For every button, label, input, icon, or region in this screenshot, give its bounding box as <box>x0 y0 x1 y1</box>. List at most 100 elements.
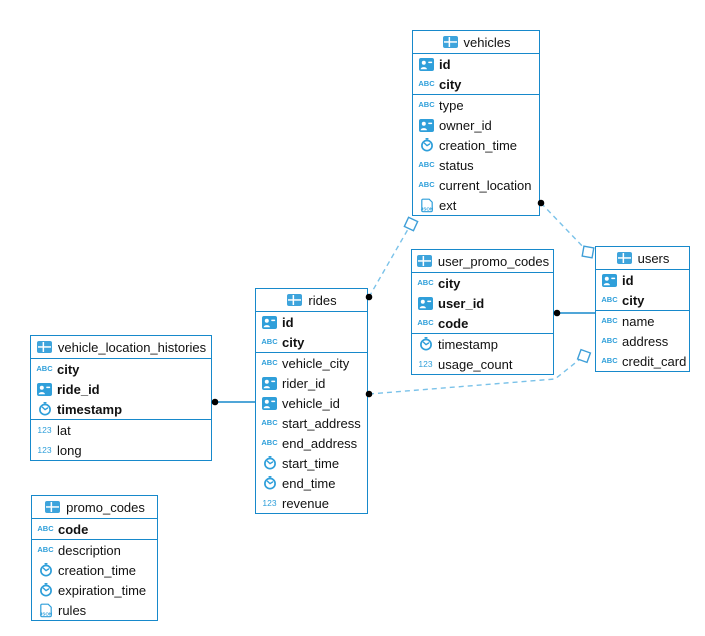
id-badge-icon <box>261 396 278 411</box>
column-name: expiration_time <box>58 582 147 598</box>
column-name: id <box>439 56 451 72</box>
relationship-line[interactable] <box>368 223 412 298</box>
column-name: timestamp <box>438 336 498 352</box>
table-icon <box>286 293 303 308</box>
table-title: vehicles <box>463 34 511 50</box>
column-row-start_time: start_time <box>256 453 367 473</box>
numeric-icon: 123 <box>37 444 52 455</box>
numeric-icon: 123 <box>262 497 277 508</box>
column-row-ride_id: ride_id <box>31 379 211 399</box>
abc-icon: ABC <box>418 79 435 89</box>
id-badge-icon <box>417 296 434 311</box>
column-name: city <box>282 334 305 350</box>
relationship-rides-users[interactable] <box>365 348 592 398</box>
column-name: code <box>58 521 89 537</box>
one-side-marker <box>576 348 592 364</box>
abc-icon: ABC <box>417 318 434 328</box>
column-name: ext <box>439 197 457 213</box>
column-name: creation_time <box>58 562 137 578</box>
column-row-usage_count: 123 usage_count <box>412 354 553 374</box>
abc-icon: ABC <box>261 438 278 448</box>
json-icon: JSON <box>37 603 54 618</box>
abc-icon: ABC <box>418 100 435 110</box>
column-row-current_location: ABC current_location <box>413 175 539 195</box>
abc-icon: ABC <box>601 316 618 326</box>
abc-icon: ABC <box>601 356 618 366</box>
column-name: city <box>622 292 645 308</box>
table-header: rides <box>256 289 367 312</box>
column-name: usage_count <box>438 356 513 372</box>
relationship-user_promo_codes-users[interactable] <box>553 309 595 317</box>
id-badge-icon <box>261 315 278 330</box>
column-row-lat: 123 lat <box>31 420 211 440</box>
column-row-city: ABC city <box>596 290 689 310</box>
abc-icon: ABC <box>418 180 435 190</box>
numeric-icon: 123 <box>37 424 52 435</box>
clock-icon <box>417 337 434 352</box>
many-side-dot-marker <box>553 309 561 317</box>
numeric-icon: 123 <box>418 358 433 369</box>
column-name: lat <box>57 422 71 438</box>
relationship-line[interactable] <box>540 202 589 253</box>
abc-icon: ABC <box>261 358 278 368</box>
clock-icon <box>261 456 278 471</box>
many-side-dot-marker <box>365 390 373 398</box>
column-name: rules <box>58 602 87 618</box>
column-row-id: id <box>596 270 689 290</box>
table-title: rides <box>308 292 337 308</box>
relationship-line[interactable] <box>368 355 585 395</box>
table-header: vehicle_location_histories <box>31 336 211 359</box>
column-name: end_address <box>282 435 358 451</box>
column-name: start_address <box>282 415 361 431</box>
abc-icon: ABC <box>601 336 618 346</box>
abc-icon: ABC <box>261 418 278 428</box>
column-row-owner_id: owner_id <box>413 115 539 135</box>
column-name: ride_id <box>57 381 100 397</box>
relationship-rides-vehicles[interactable] <box>365 216 419 301</box>
table-icon <box>442 35 459 50</box>
svg-text:JSON: JSON <box>420 206 433 211</box>
column-name: status <box>439 157 474 173</box>
relationship-vehicles-users[interactable] <box>537 199 595 259</box>
column-row-timestamp: timestamp <box>412 334 553 354</box>
column-row-start_address: ABC start_address <box>256 413 367 433</box>
clock-icon <box>37 563 54 578</box>
table-icon <box>44 500 61 515</box>
column-row-creation_time: creation_time <box>413 135 539 155</box>
column-row-ext: JSON ext <box>413 195 539 215</box>
column-name: vehicle_id <box>282 395 340 411</box>
many-side-dot-marker <box>365 293 373 301</box>
table-title: vehicle_location_histories <box>57 339 207 355</box>
abc-icon: ABC <box>601 295 618 305</box>
table-icon <box>616 251 633 266</box>
column-name: description <box>58 542 121 558</box>
column-name: current_location <box>439 177 532 193</box>
column-name: city <box>57 361 80 377</box>
column-name: name <box>622 313 655 329</box>
json-icon: JSON <box>418 198 435 213</box>
id-badge-icon <box>261 376 278 391</box>
relationship-vehicle_location_histories-rides[interactable] <box>211 398 255 406</box>
